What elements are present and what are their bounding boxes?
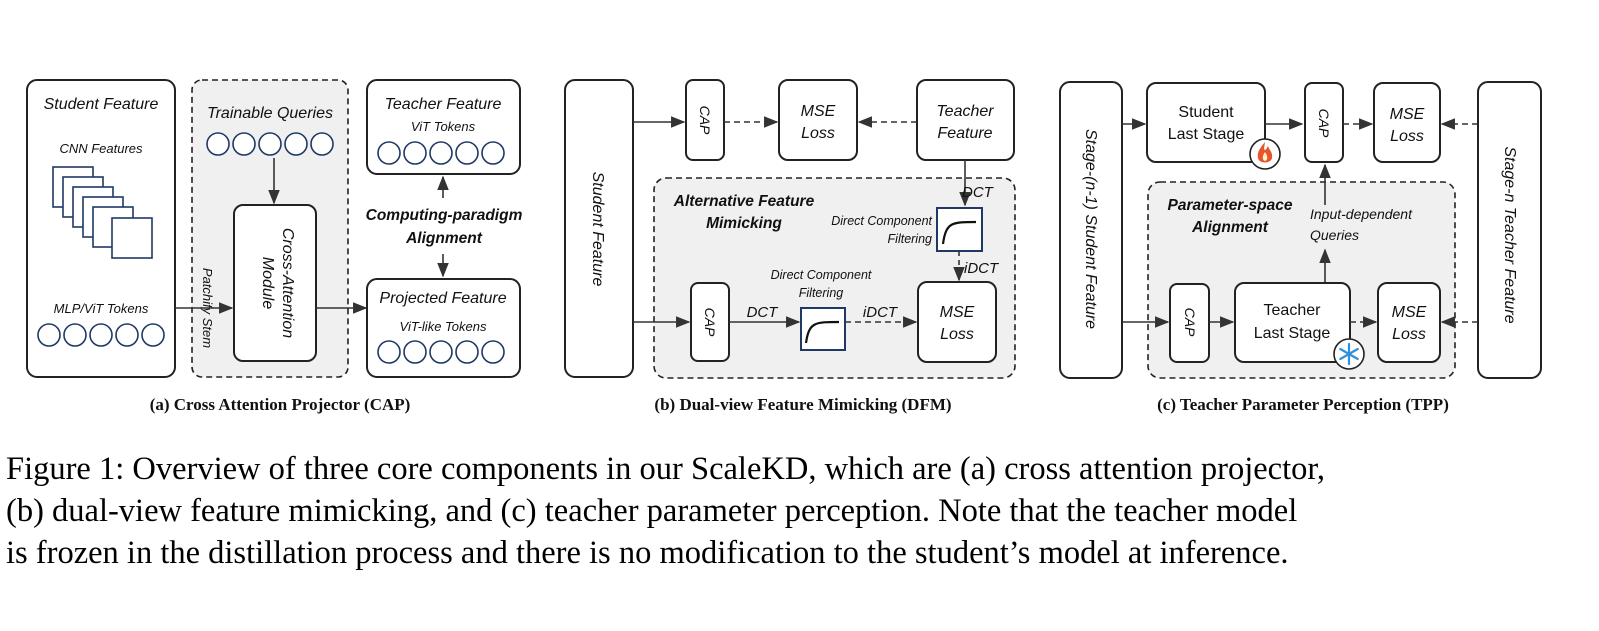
direct-component-filter-right-icon xyxy=(936,207,983,252)
panel-b: Student Feature CAP MSE Loss Teacher Fea… xyxy=(564,79,1016,414)
dfm-mse-bottom-line2: Loss xyxy=(940,326,974,343)
cross-attention-module-box xyxy=(233,204,317,362)
dfm-teacher-feature-line2: Feature xyxy=(937,125,992,142)
alt-mimicking-line2: Mimicking xyxy=(706,215,782,232)
input-dependent-line2: Queries xyxy=(1310,227,1359,243)
dfm-teacher-feature-line1: Teacher xyxy=(936,103,994,120)
param-alignment-line2: Alignment xyxy=(1191,219,1269,236)
caption-line-2: (b) dual-view feature mimicking, and (c)… xyxy=(6,493,1298,529)
projected-feature-label: Projected Feature xyxy=(379,290,506,307)
mlp-vit-tokens-label: MLP/ViT Tokens xyxy=(54,301,149,316)
dfm-cap-bottom-label: CAP xyxy=(702,308,718,337)
dfm-cap-top-box xyxy=(685,79,725,161)
tpp-mse-top-box xyxy=(1373,82,1441,163)
panel-a: Student Feature CNN Features MLP/ViT Tok… xyxy=(26,79,523,414)
scalekd-diagram: Student Feature CNN Features MLP/ViT Tok… xyxy=(26,79,1542,414)
tpp-mse-bottom-box xyxy=(1377,282,1441,363)
snowflake-icon xyxy=(1333,338,1365,370)
dfm-mse-top-line1: MSE xyxy=(801,103,836,120)
computing-paradigm-label-line2: Alignment xyxy=(405,230,483,247)
caption-line-1: Figure 1: Overview of three core compone… xyxy=(6,451,1326,487)
vit-like-tokens-label: ViT-like Tokens xyxy=(400,319,487,334)
teacher-feature-label: Teacher Feature xyxy=(385,96,502,113)
figure-caption: Figure 1: Overview of three core compone… xyxy=(6,448,1596,574)
projected-token-circles xyxy=(377,340,505,364)
stage-n-teacher-box xyxy=(1477,81,1542,379)
dfm-mse-top-line2: Loss xyxy=(801,125,835,142)
dfm-cap-top-label: CAP xyxy=(697,106,713,135)
vit-tokens-label: ViT Tokens xyxy=(411,119,476,134)
tpp-mse-bottom-line1: MSE xyxy=(1392,304,1427,321)
input-dependent-line1: Input-dependent xyxy=(1310,206,1413,222)
stage-n1-student-box xyxy=(1059,81,1123,379)
dfm-dct-bottom-label: DCT xyxy=(747,304,780,321)
trainable-queries-label: Trainable Queries xyxy=(207,105,333,122)
dfm-idct-right-label: iDCT xyxy=(964,260,1000,277)
tpp-cap-bottom-label: CAP xyxy=(1182,308,1198,337)
dfm-mse-top-box xyxy=(778,79,858,161)
dcf-right-line1: Direct Component xyxy=(831,214,932,228)
teacher-last-stage-box xyxy=(1234,282,1351,363)
dcf-bottom-line1: Direct Component xyxy=(771,268,872,282)
stage-n1-student-label: Stage-(n-1) Student Feature xyxy=(1082,129,1099,329)
teacher-last-stage-line1: Teacher xyxy=(1264,302,1322,319)
trainable-query-circles xyxy=(206,132,334,156)
dfm-student-feature-label: Student Feature xyxy=(589,172,606,287)
panel-c: Stage-(n-1) Student Feature Student Last… xyxy=(1059,81,1542,414)
dfm-mse-bottom-line1: MSE xyxy=(940,304,975,321)
panel-b-subcaption: (b) Dual-view Feature Mimicking (DFM) xyxy=(654,395,951,414)
student-last-stage-line2: Last Stage xyxy=(1168,126,1245,143)
dfm-student-feature-box xyxy=(564,79,634,378)
student-feature-label: Student Feature xyxy=(44,96,159,113)
cnn-feature-maps-icon xyxy=(52,166,153,259)
caption-line-3: is frozen in the distillation process an… xyxy=(6,535,1289,571)
alt-mimicking-line1: Alternative Feature xyxy=(673,193,815,210)
cross-attention-module-line1: Cross-Attention xyxy=(279,228,296,338)
student-last-stage-line1: Student xyxy=(1178,104,1234,121)
tpp-cap-bottom-box xyxy=(1169,283,1210,363)
fire-icon xyxy=(1249,138,1281,170)
panel-c-subcaption: (c) Teacher Parameter Perception (TPP) xyxy=(1157,395,1449,414)
param-alignment-line1: Parameter-space xyxy=(1168,197,1293,214)
direct-component-filter-bottom-icon xyxy=(800,307,846,351)
computing-paradigm-label-line1: Computing-paradigm xyxy=(366,207,523,224)
dfm-idct-bottom-label: iDCT xyxy=(863,304,899,321)
panel-a-subcaption: (a) Cross Attention Projector (CAP) xyxy=(150,395,411,414)
dfm-dct-right-label: DCT xyxy=(962,184,995,201)
dcf-right-line2: Filtering xyxy=(888,232,933,246)
tpp-mse-top-line1: MSE xyxy=(1390,106,1425,123)
dfm-teacher-feature-box xyxy=(916,79,1015,161)
tpp-cap-top-label: CAP xyxy=(1316,109,1332,138)
tpp-mse-top-line2: Loss xyxy=(1390,128,1424,145)
tpp-mse-bottom-line2: Loss xyxy=(1392,326,1426,343)
mlp-vit-token-circles xyxy=(37,323,165,347)
stage-n-teacher-label: Stage-n Teacher Feature xyxy=(1501,146,1518,323)
student-last-stage-box xyxy=(1146,82,1266,163)
teacher-last-stage-line2: Last Stage xyxy=(1254,325,1331,342)
dcf-bottom-line2: Filtering xyxy=(799,286,844,300)
teacher-token-circles xyxy=(377,141,505,165)
cross-attention-module-line2: Module xyxy=(259,257,276,310)
cnn-features-label: CNN Features xyxy=(59,141,143,156)
dfm-mse-bottom-box xyxy=(917,281,997,363)
tpp-cap-top-box xyxy=(1304,82,1344,163)
